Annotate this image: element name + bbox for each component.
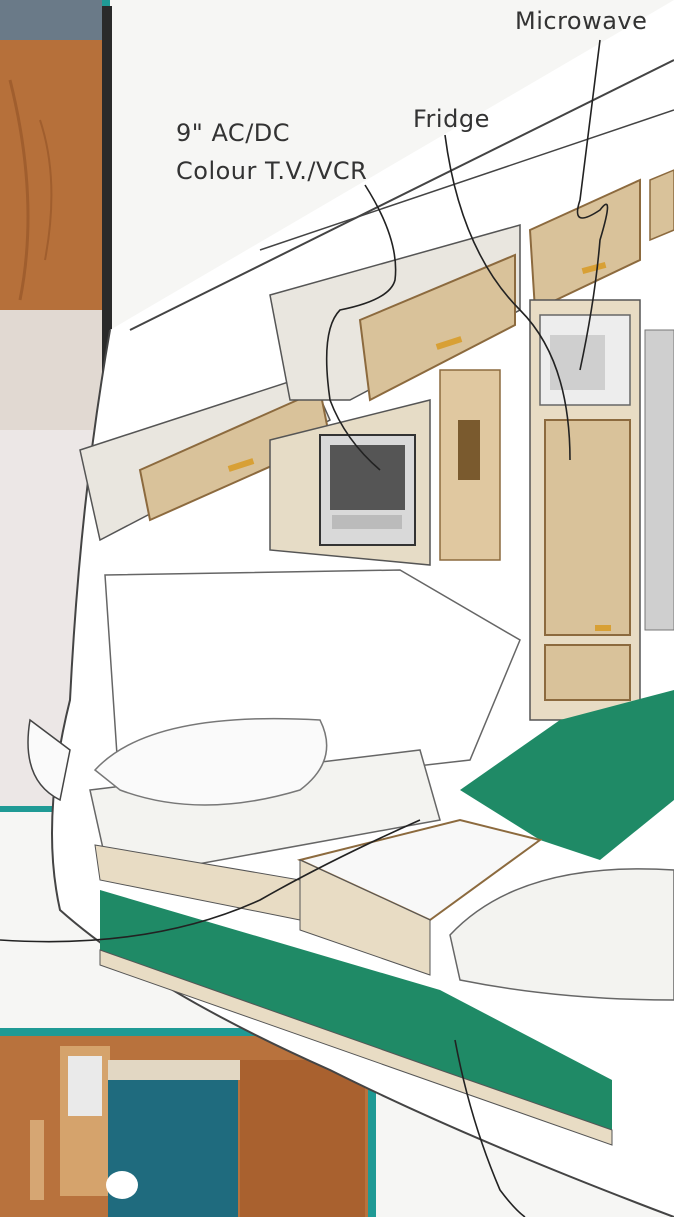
tv-label-line2: Colour T.V./VCR <box>176 156 367 186</box>
fridge-label: Fridge <box>413 104 490 134</box>
microwave-label: Microwave <box>515 6 647 36</box>
tv-label-line1: 9" AC/DC <box>176 118 290 148</box>
